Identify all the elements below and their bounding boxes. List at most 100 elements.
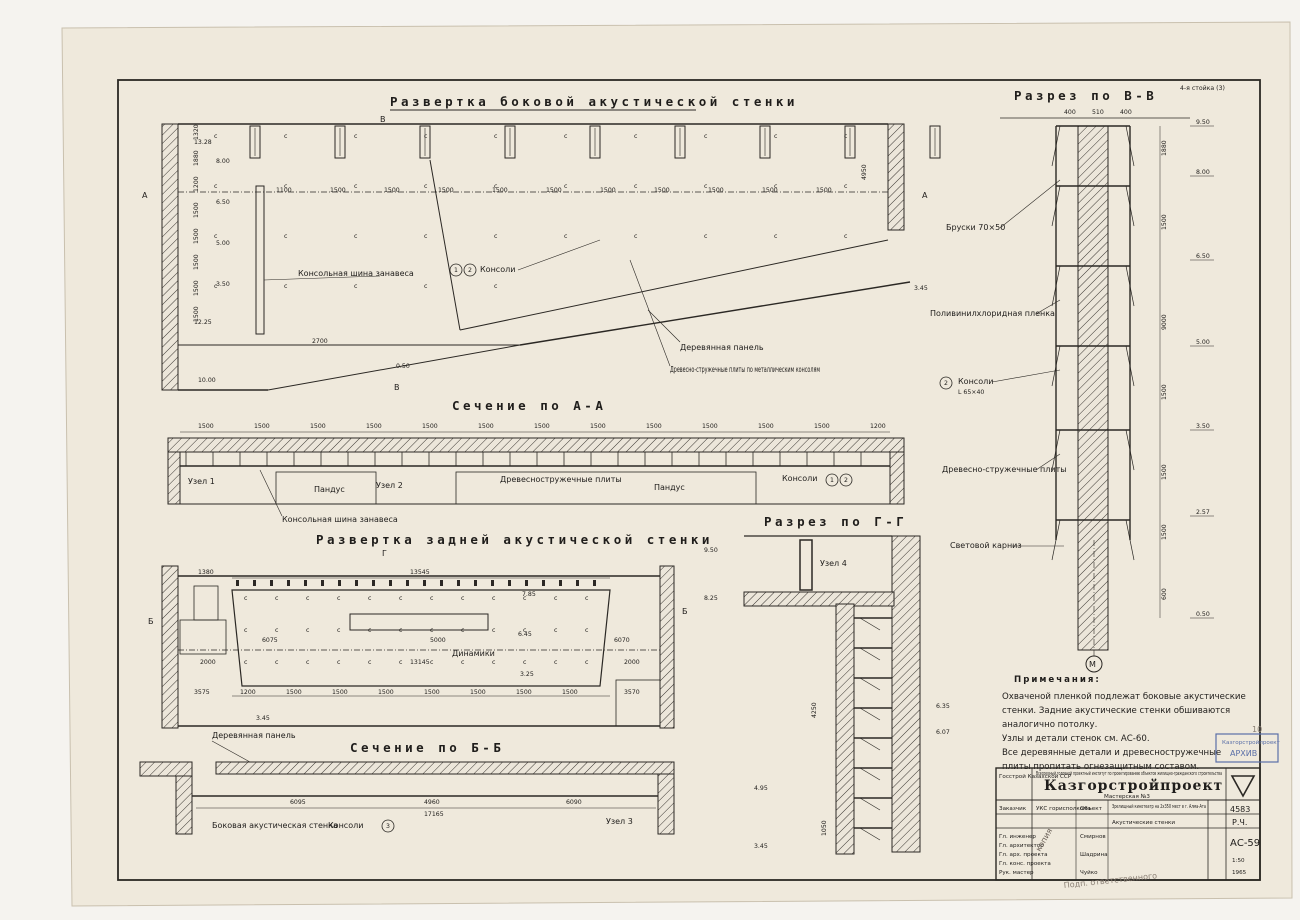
level-mark: 3.50 (216, 281, 230, 288)
label-battens-vv: Древесно-стружечные плиты (942, 465, 1067, 474)
bracket-mark: c (275, 659, 279, 666)
handwritten-top-right: 10 (1252, 725, 1262, 734)
label-consoles-aa: Консоли (782, 474, 817, 483)
side-wall-slots (249, 125, 941, 159)
dim-side-left: 1880 (193, 150, 200, 166)
bracket-mark: c (564, 233, 568, 240)
level-mark: 5.00 (216, 240, 230, 247)
svg-text:1: 1 (454, 267, 458, 274)
dim-side-top: 1500 (492, 187, 508, 194)
title-section-aa: Сечение по А-А (452, 398, 606, 413)
level-mark: 3570 (624, 689, 640, 696)
dim-vv-height: 1500 (1161, 384, 1168, 400)
bracket-mark: c (368, 627, 372, 634)
tb-role-4: Рук. мастер (999, 870, 1034, 876)
level-mark: 9.50 (704, 547, 718, 554)
bracket-mark: c (214, 233, 218, 240)
vv-note: 4-я стойка (3) (1180, 84, 1225, 92)
bracket-mark: c (585, 627, 589, 634)
dim-aa-top: 1500 (254, 423, 270, 430)
bracket-mark: c (774, 133, 778, 140)
svg-text:2: 2 (944, 380, 948, 387)
dim-rear-bottom: 1500 (516, 689, 532, 696)
level-mark: 5000 (430, 637, 446, 644)
bracket-mark: c (492, 595, 496, 602)
dim-side-top: 1500 (762, 187, 778, 194)
dim-vv-top: 400 (1120, 109, 1132, 116)
bracket-mark: c (844, 183, 848, 190)
dim-vv-height: 1500 (1161, 524, 1168, 540)
bracket-mark: c (461, 659, 465, 666)
bracket-mark: c (430, 595, 434, 602)
dim-side-top: 1500 (330, 187, 346, 194)
svg-text:М: М (1089, 660, 1096, 669)
label-node2: Узел 2 (376, 481, 403, 490)
level-mark: 6.50 (1196, 253, 1210, 260)
section-mark-b-left: Б (148, 617, 154, 626)
title-side-wall: Развертка боковой акустической стенки (390, 94, 798, 109)
curtain-bracket-rail (255, 185, 265, 335)
dim-rear-bottom: 1500 (332, 689, 348, 696)
dim-aa-top: 1500 (366, 423, 382, 430)
bracket-mark: c (244, 595, 248, 602)
bracket-mark: c (523, 659, 527, 666)
bracket-mark: c (368, 595, 372, 602)
label-battens-side: Древесно-стружечные плиты по металлическ… (670, 365, 820, 374)
tb-role-3: Гл. конс. проекта (999, 861, 1051, 867)
bracket-mark: c (337, 595, 341, 602)
bracket-mark: c (704, 133, 708, 140)
dim-side-left: 1200 (193, 176, 200, 192)
archive-stamp: Казгорстройпроект АРХИВ (1215, 733, 1281, 763)
dim-aa-top: 1500 (702, 423, 718, 430)
label-battens-aa: Древесностружечные плиты (500, 475, 622, 484)
dim-side-top: 1500 (816, 187, 832, 194)
vent-slot (674, 125, 686, 159)
bracket-mark: c (494, 233, 498, 240)
tb-sheet-code: АС-59 (1230, 838, 1260, 849)
bracket-mark: c (634, 183, 638, 190)
bracket-mark: c (424, 133, 428, 140)
tb-org-small: Госстрой Казахской ССР (999, 773, 1072, 780)
vv-crossbars (1051, 125, 1135, 561)
bracket-mark: c (284, 183, 288, 190)
bracket-mark: c (399, 659, 403, 666)
speaker-slot (349, 613, 489, 631)
dim-side-top: 1100 (276, 187, 292, 194)
note-line-2: аналогично потолку. (1002, 720, 1097, 730)
section-mark-g-top: Г (382, 549, 387, 558)
level-mark: 6.50 (216, 199, 230, 206)
bracket-mark: c (424, 233, 428, 240)
dim-aa-top: 1500 (646, 423, 662, 430)
dim-side-left: 1500 (193, 202, 200, 218)
bracket-mark: c (214, 133, 218, 140)
paper-sheet (61, 21, 1293, 907)
vv-marks: 9.508.006.505.003.502.570.50 (1190, 119, 1214, 619)
label-curtain-bracket-aa: Консольная шина занавеса (282, 515, 398, 524)
ramp-1-box (275, 471, 377, 505)
aa-hangers (185, 452, 862, 466)
axis-m (1085, 655, 1103, 673)
level-mark: 8.00 (1196, 169, 1210, 176)
vent-slot (249, 125, 261, 159)
notes: Примечания: Охваченой пленкой подлежат б… (1002, 675, 1246, 772)
circle-1-side (449, 263, 463, 277)
section-mark-b-top: В (380, 115, 386, 124)
bracket-mark: c (523, 627, 527, 634)
label-node4: Узел 4 (820, 559, 847, 568)
dim-vv-top: 400 (1064, 109, 1076, 116)
dim-side-bottom: 2700 (312, 338, 328, 345)
section-gg: Разрез по Г-Г Узел 4 9.508.254.953.456.3… (704, 514, 950, 855)
dim-gg-h0: 4250 (811, 702, 818, 718)
level-mark: 6.45 (518, 631, 532, 638)
tb-role-2: Гл. арх. проекта (999, 852, 1048, 858)
bracket-mark: c (494, 283, 498, 290)
dim-rear-bottom: 1500 (470, 689, 486, 696)
tb-customer: Заказчик (999, 806, 1027, 812)
label-side-wall-b: Боковая акустическая стенка (212, 821, 338, 830)
